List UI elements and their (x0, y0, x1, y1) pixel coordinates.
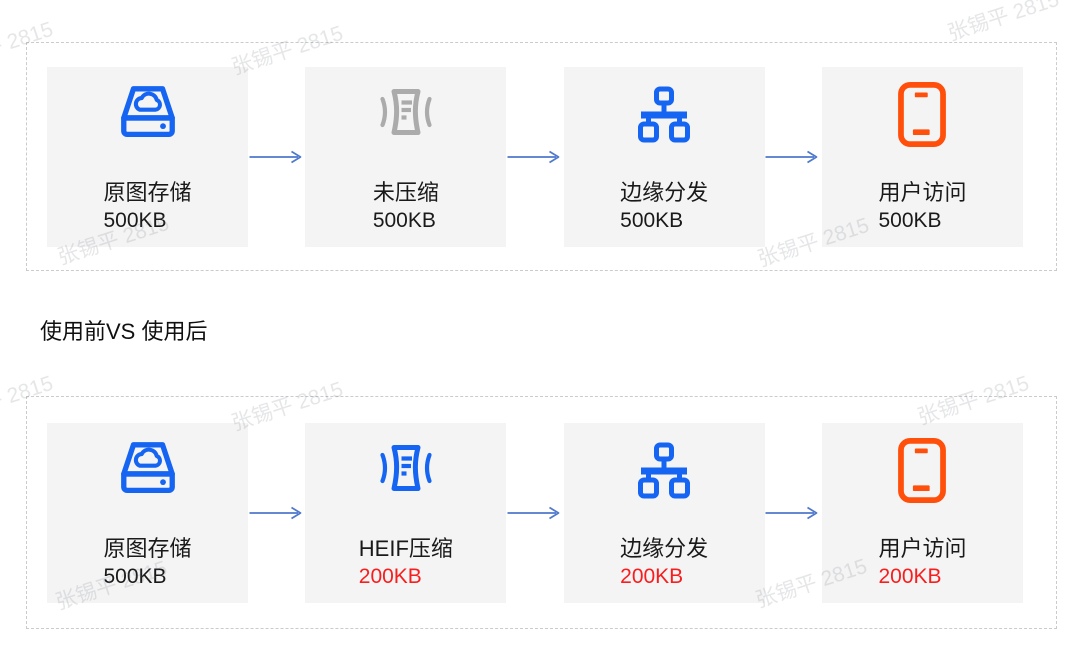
mobile-phone-icon (898, 79, 946, 151)
step-label: 用户访问 (878, 535, 967, 561)
after-flow-row: 原图存储 500KB HEIF压缩 200KB 边缘分发 (27, 397, 1056, 628)
step-size: 200KB (878, 564, 942, 588)
right-arrow-icon (765, 150, 822, 164)
step-label: 边缘分发 (620, 179, 709, 205)
step-user-access: 用户访问 500KB (821, 66, 1023, 247)
step-label: 边缘分发 (620, 535, 709, 561)
step-size: 500KB (878, 208, 942, 232)
step-label: 未压缩 (372, 179, 439, 205)
step-size: 500KB (103, 208, 167, 232)
step-label: HEIF压缩 (358, 535, 453, 561)
step-text: 用户访问 200KB (878, 535, 966, 590)
edge-network-icon (632, 435, 696, 507)
step-edge-distribution: 边缘分发 200KB (563, 422, 765, 603)
right-arrow-icon (506, 150, 563, 164)
step-text: 用户访问 500KB (878, 179, 966, 234)
mobile-phone-icon (898, 435, 946, 507)
edge-network-icon (632, 79, 696, 151)
cloud-storage-icon (111, 435, 185, 507)
step-user-access: 用户访问 200KB (821, 422, 1023, 603)
watermark-text: 张锡平 2815 (944, 0, 1062, 46)
right-arrow-icon (506, 506, 563, 520)
right-arrow-icon (248, 506, 305, 520)
step-label: 原图存储 (103, 179, 192, 205)
step-text: 原图存储 500KB (103, 535, 191, 590)
cloud-storage-icon (111, 79, 185, 151)
comparison-title: 使用前VS 使用后 (40, 319, 208, 344)
step-size: 500KB (620, 208, 684, 232)
before-flow-panel: 原图存储 500KB 未压缩 500KB 边缘分发 50 (26, 42, 1057, 271)
step-uncompressed: 未压缩 500KB (305, 66, 507, 247)
step-origin-storage: 原图存储 500KB (47, 66, 248, 247)
step-text: 原图存储 500KB (103, 179, 191, 234)
step-size: 500KB (372, 208, 436, 232)
after-flow-panel: 原图存储 500KB HEIF压缩 200KB 边缘分发 (26, 396, 1057, 629)
step-label: 用户访问 (878, 179, 967, 205)
step-text: 边缘分发 500KB (620, 179, 708, 234)
step-text: 未压缩 500KB (373, 179, 439, 234)
right-arrow-icon (248, 150, 305, 164)
step-size: 200KB (358, 564, 422, 588)
step-label: 原图存储 (103, 535, 192, 561)
step-size: 200KB (620, 564, 684, 588)
step-heif-compress: HEIF压缩 200KB (305, 422, 507, 603)
step-text: 边缘分发 200KB (620, 535, 708, 590)
step-edge-distribution: 边缘分发 500KB (563, 66, 765, 247)
step-size: 500KB (103, 564, 167, 588)
right-arrow-icon (765, 506, 822, 520)
step-origin-storage: 原图存储 500KB (47, 422, 248, 603)
before-flow-row: 原图存储 500KB 未压缩 500KB 边缘分发 50 (27, 43, 1056, 270)
step-text: HEIF压缩 200KB (359, 535, 453, 590)
compress-icon (374, 435, 438, 507)
compress-icon (374, 79, 438, 151)
